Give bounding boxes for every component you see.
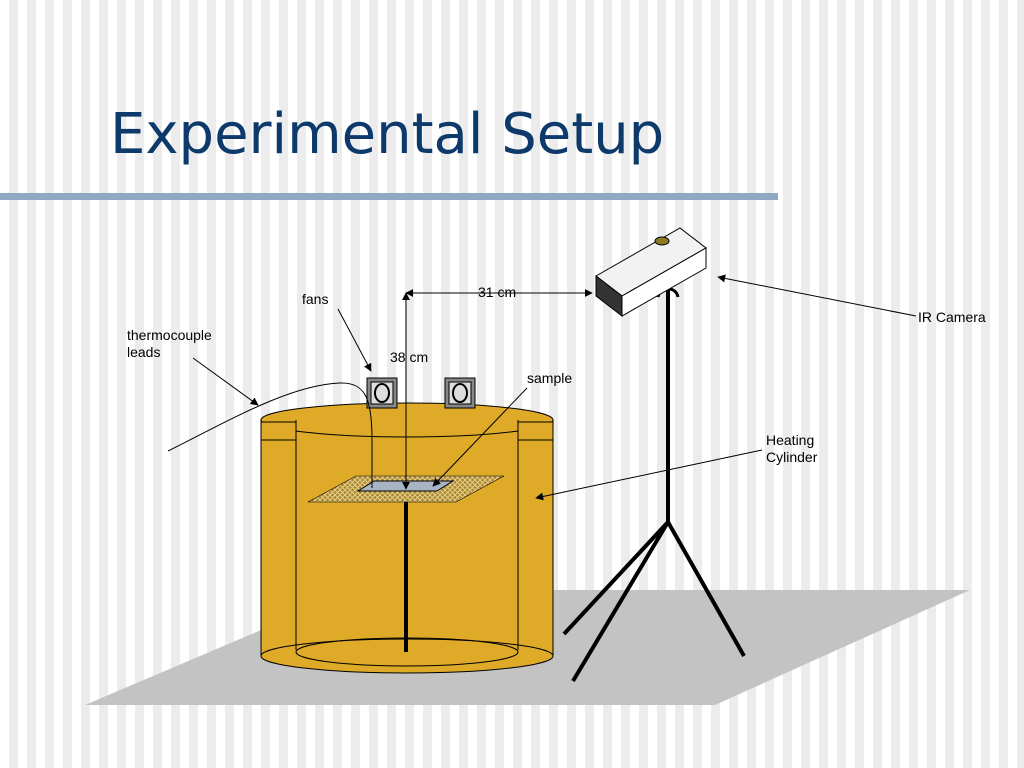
- fans-leader: [337, 308, 372, 372]
- thermocouple-label-line2: leads: [127, 344, 160, 360]
- thermocouple-label-line1: thermocouple: [127, 327, 212, 343]
- thermocouple-leader: [192, 357, 259, 406]
- sample-leader: [432, 387, 528, 487]
- dimension-38cm-label: 38 cm: [390, 349, 428, 365]
- slide-title: Experimental Setup: [110, 102, 665, 167]
- heating-cylinder-label-line1: Heating: [766, 432, 814, 448]
- thermocouple-leads: [167, 382, 373, 488]
- ir-camera-icon: [595, 227, 707, 318]
- heating-cylinder-label-line2: Cylinder: [766, 449, 818, 465]
- fan-icon: [366, 377, 398, 409]
- ir-camera-label: IR Camera: [918, 309, 986, 325]
- camera-tripod: [562, 287, 746, 683]
- heating-cylinder-leader: [535, 449, 763, 501]
- ir-camera-leader: [717, 274, 917, 317]
- title-divider: [0, 193, 778, 200]
- sample-label: sample: [527, 370, 572, 386]
- fans-label: fans: [302, 291, 328, 307]
- fan-icon: [444, 377, 476, 409]
- dimension-31cm-label: 31 cm: [478, 284, 516, 300]
